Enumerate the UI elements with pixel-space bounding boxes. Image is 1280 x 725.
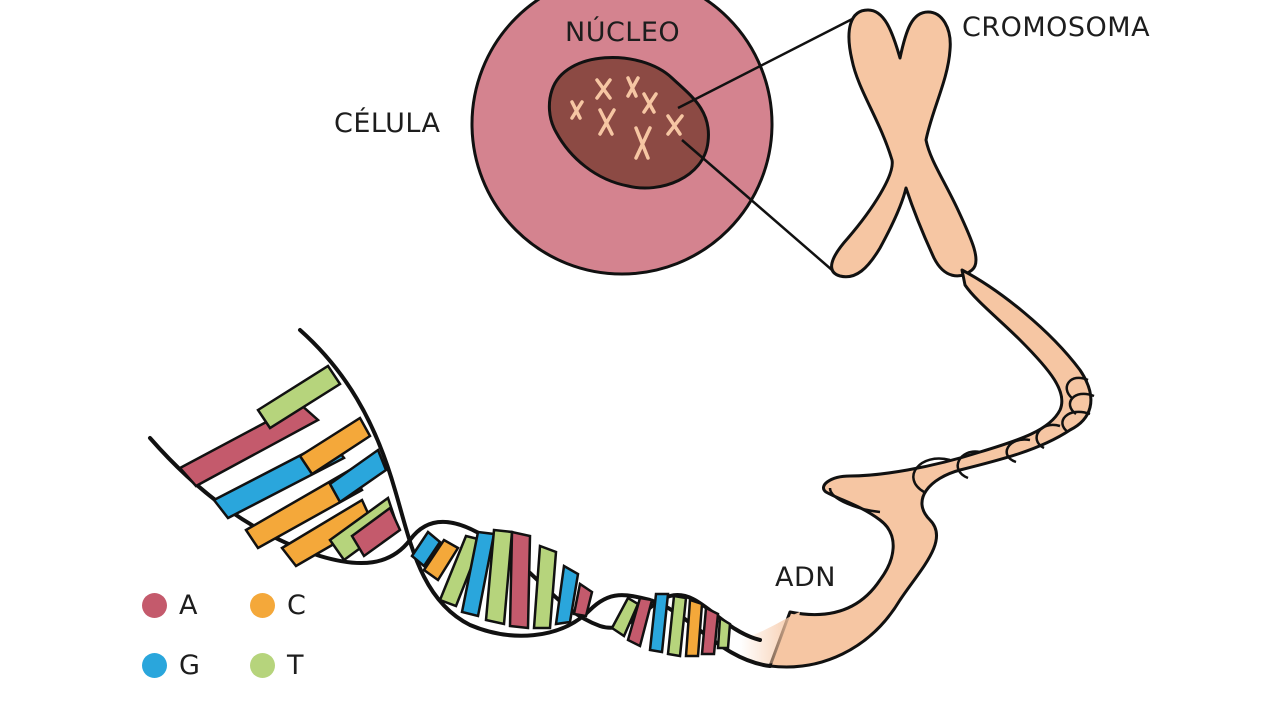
chromatin-coils: [828, 376, 1095, 514]
nucleus-shape: [547, 56, 710, 190]
zoom-line-bottom: [681, 139, 833, 271]
legend-dot-g: [142, 653, 167, 678]
chromosome-shape: [830, 8, 978, 279]
nucleus-chromosomes: [570, 76, 684, 160]
legend-item-g: G: [142, 650, 200, 681]
legend-label-t: T: [287, 650, 304, 681]
label-cell: CÉLULA: [334, 108, 441, 139]
legend-label-g: G: [179, 650, 200, 681]
legend-item-a: A: [142, 590, 197, 621]
legend-item-t: T: [250, 650, 304, 681]
label-dna: ADN: [775, 562, 836, 593]
label-chromosome: CROMOSOMA: [962, 12, 1151, 43]
legend-label-c: C: [287, 590, 306, 621]
chromatin-strand: [768, 268, 1093, 669]
legend-label-a: A: [179, 590, 198, 621]
strand-fade: [740, 612, 800, 664]
legend-dot-t: [250, 653, 275, 678]
legend-dot-c: [250, 593, 275, 618]
zoom-line-top: [677, 10, 867, 110]
legend-item-c: C: [250, 590, 306, 621]
base-pairs: [178, 364, 732, 658]
label-nucleus: NÚCLEO: [565, 17, 681, 48]
legend-dot-a: [142, 593, 167, 618]
